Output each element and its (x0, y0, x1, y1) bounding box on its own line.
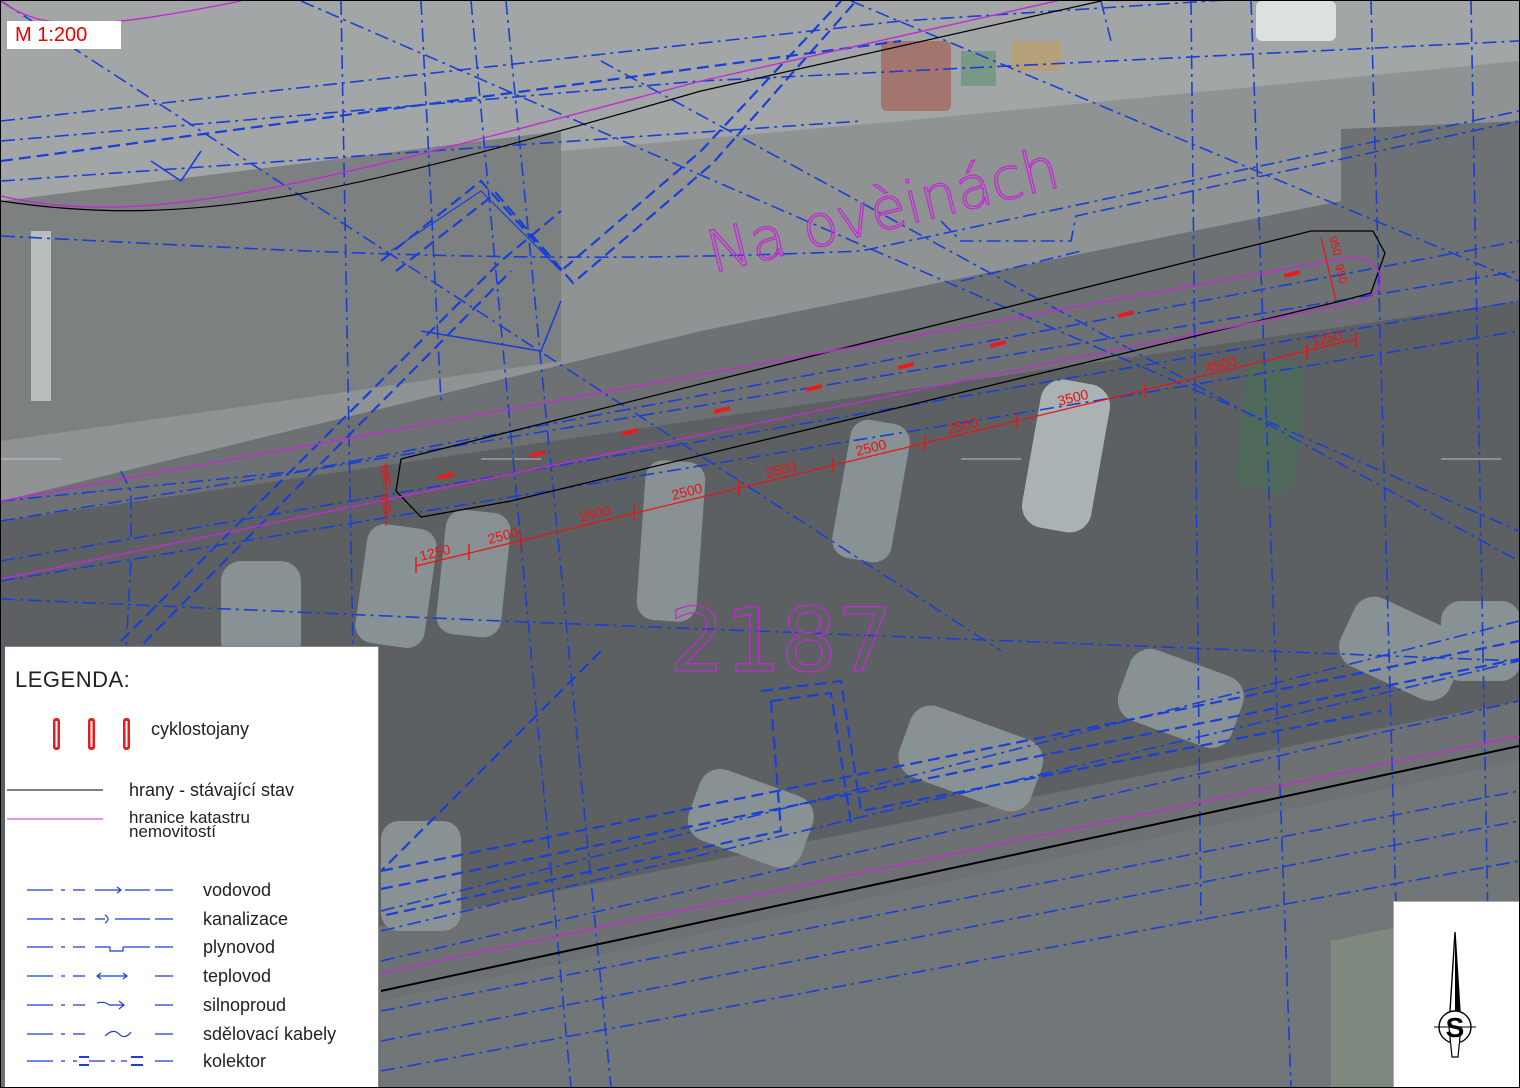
dimension-line (385, 236, 1357, 573)
collector-line-icon (27, 1056, 173, 1066)
dim-label: 2500 (764, 458, 798, 481)
dim-label: 1250 (418, 541, 452, 564)
gas-line-icon (27, 946, 173, 952)
dim-label: 2500 (486, 524, 520, 547)
dim-label: 950 (1332, 262, 1351, 285)
dim-label: 950 (376, 492, 395, 515)
scale-label: M 1:200 (7, 21, 121, 49)
north-arrow-panel: S (1393, 901, 1519, 1087)
legend-label: hranice katastru nemovitostí (129, 808, 250, 841)
dim-label: 2500 (670, 480, 704, 503)
sewer-line-icon (27, 914, 173, 924)
water-line-icon (27, 886, 173, 894)
existing-edges (1, 1, 1519, 992)
bike-stands (437, 270, 1301, 480)
power-line-icon (27, 1000, 173, 1010)
dim-label: 2500 (854, 436, 888, 459)
dim-label: 800 (376, 463, 395, 486)
legend-panel: LEGENDA: cyklostojany hrany - stávající … (5, 646, 379, 1087)
north-arrow-icon: S (1434, 931, 1476, 1058)
legend-label: hrany - stávající stav (129, 780, 295, 800)
bike-stand-icon (53, 718, 130, 750)
legend-label: kolektor (203, 1051, 267, 1071)
cadastre-lines (1, 1, 1519, 974)
legend-label: vodovod (203, 880, 272, 900)
legend-label: plynovod (203, 937, 276, 957)
legend-label: teplovod (203, 966, 272, 986)
dim-label: 3500 (1056, 386, 1090, 409)
dim-label: 950 (1326, 234, 1345, 257)
legend-label: silnoproud (203, 995, 287, 1015)
telecom-line-icon (27, 1030, 173, 1038)
dim-label: 2500 (578, 502, 612, 525)
dim-label: 2500 (946, 414, 980, 437)
legend-label: sdělovací kabely (203, 1024, 337, 1044)
north-letter: S (1446, 1012, 1465, 1043)
dim-label: 1250 (1310, 327, 1344, 350)
legend-label: kanalizace (203, 909, 289, 929)
dim-label: 4500 (1204, 353, 1238, 376)
heat-line-icon (27, 972, 173, 980)
legend-title: LEGENDA: (15, 667, 131, 692)
parcel-number: 2187 (669, 589, 893, 692)
legend-label: cyklostojany (151, 719, 250, 739)
legend-symbols (7, 718, 173, 1066)
